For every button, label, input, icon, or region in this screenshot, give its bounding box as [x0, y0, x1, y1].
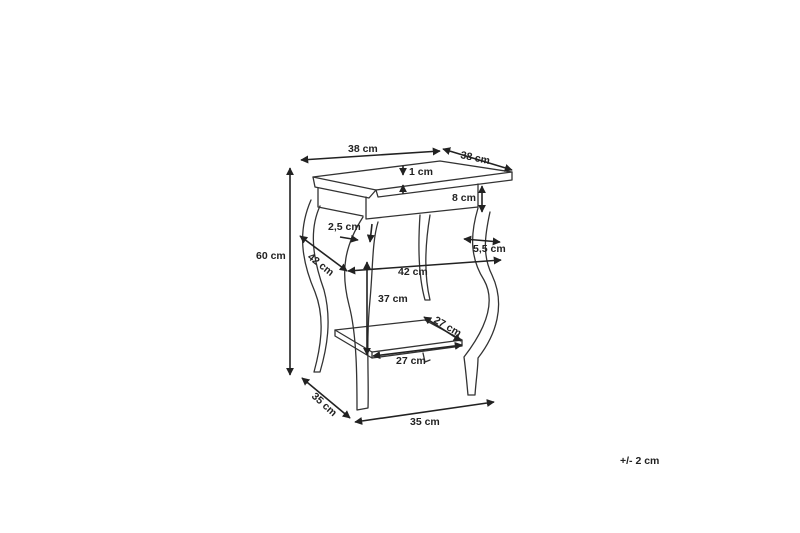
label-leg-span-depth: 42 cm	[305, 251, 336, 279]
label-shelf-depth: 27 cm	[432, 314, 464, 339]
label-top-width: 38 cm	[348, 143, 378, 155]
leg-front-left	[344, 216, 379, 411]
label-leg-span-width: 42 cm	[398, 266, 428, 278]
label-shelf-width: 27 cm	[396, 355, 426, 367]
label-shelf-height: 37 cm	[378, 293, 408, 305]
label-base-width: 35 cm	[410, 416, 440, 428]
side-table-drawing	[301, 160, 513, 411]
tolerance-note: +/- 2 cm	[620, 455, 660, 467]
label-total-height: 60 cm	[256, 250, 286, 262]
leg-front-right	[463, 207, 500, 396]
leg-back-left	[301, 199, 329, 373]
label-top-thickness: 1 cm	[409, 166, 433, 178]
dimension-arrows	[286, 147, 513, 425]
label-side-inset: 5,5 cm	[473, 243, 506, 255]
label-drawer-height: 8 cm	[452, 192, 476, 204]
label-apron-inset: 2,5 cm	[328, 221, 361, 233]
